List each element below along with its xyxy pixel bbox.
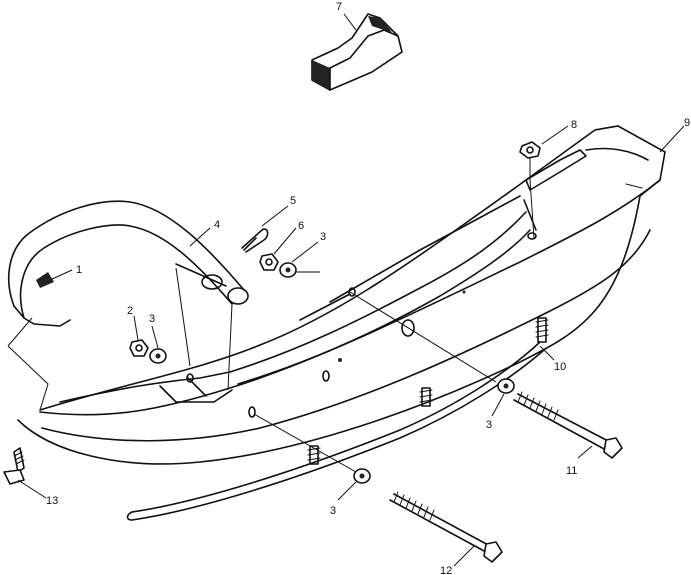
callout-8: 8 — [571, 119, 577, 131]
callout-1: 1 — [76, 264, 82, 276]
part-13-bolt — [3, 447, 25, 485]
callout-labels: 7 8 9 1 4 5 6 3 2 3 10 3 11 3 12 13 — [46, 1, 690, 575]
part-11-bolt — [513, 391, 623, 459]
callout-13: 13 — [46, 495, 58, 507]
part-9-ski-body — [17, 125, 666, 465]
callout-leaders — [17, 13, 685, 567]
part-12-bolt — [389, 491, 503, 563]
callout-7: 7 — [336, 1, 342, 13]
callout-3-left: 3 — [149, 313, 155, 325]
callout-2: 2 — [127, 305, 133, 317]
assembly-lines — [7, 158, 535, 473]
callout-10: 10 — [554, 361, 566, 373]
callout-9: 9 — [684, 117, 690, 129]
part-7-block — [311, 13, 403, 91]
callout-12: 12 — [440, 565, 452, 575]
part-10-wear-bar — [126, 317, 549, 521]
part-8-nut — [519, 141, 541, 159]
callout-6: 6 — [298, 220, 304, 232]
part-5-cotter-pin — [241, 228, 269, 253]
callout-5: 5 — [290, 195, 296, 207]
callout-3-right: 3 — [486, 419, 492, 431]
callout-3-bottom: 3 — [330, 505, 336, 517]
callout-3-nut-side: 3 — [320, 231, 326, 243]
part-6-nut — [259, 253, 279, 271]
callout-11: 11 — [566, 465, 577, 477]
part-3-washers — [149, 262, 515, 484]
part-2-nut — [129, 339, 149, 357]
callout-4: 4 — [214, 219, 220, 231]
